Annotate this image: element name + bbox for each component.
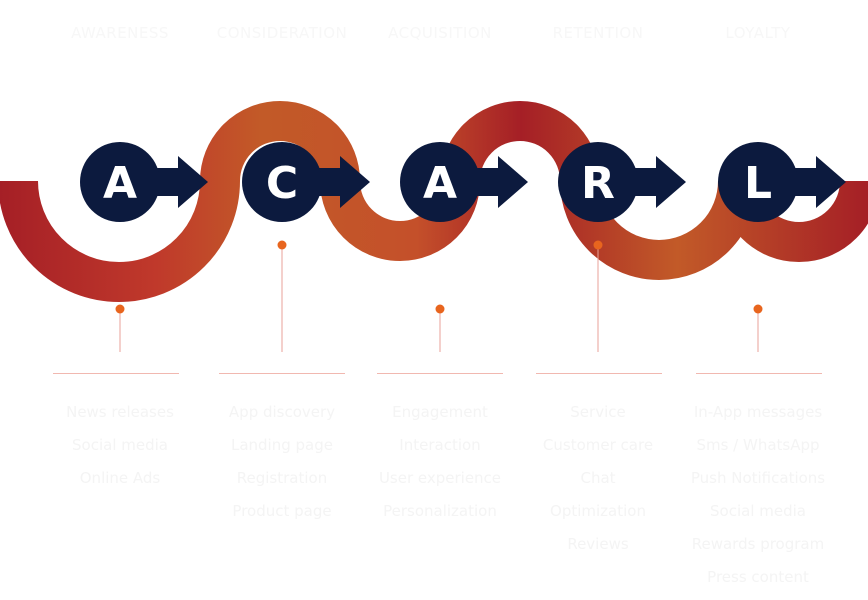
stage-item: Social media <box>710 502 806 520</box>
stage-letter: C <box>266 158 298 209</box>
pin-dot <box>593 240 603 250</box>
stage-item: Sms / WhatsApp <box>696 436 820 454</box>
stage-letter: A <box>423 158 457 209</box>
stage-item: User experience <box>378 469 502 487</box>
stage-title: ACQUISITION <box>388 24 492 42</box>
stage-title: AWARENESS <box>71 24 169 42</box>
stage-item: In-App messages <box>693 403 823 421</box>
stage-letter: A <box>103 158 137 209</box>
stage-divider <box>377 373 503 374</box>
stage-node: R <box>558 142 686 352</box>
stage-item: Press content <box>707 568 809 586</box>
stage-item: Engagement <box>392 403 488 421</box>
stage-node: A <box>80 142 208 352</box>
stage-item: Chat <box>580 469 616 487</box>
stage-item: Registration <box>236 469 328 487</box>
stage-circle <box>242 142 322 222</box>
stage-item: Service <box>570 403 626 421</box>
stage-item: Reviews <box>567 535 629 553</box>
stage-item: Customer care <box>542 436 654 454</box>
pin-dot <box>277 240 287 250</box>
stage-divider <box>53 373 179 374</box>
stage-item: Push Notifications <box>690 469 826 487</box>
stage-node: L <box>718 142 846 352</box>
stage-circle <box>718 142 798 222</box>
arrow-right-icon <box>628 156 686 208</box>
stage-circle <box>558 142 638 222</box>
stage-title: LOYALTY <box>725 24 791 42</box>
stage-item: App discovery <box>228 403 336 421</box>
stage-divider <box>536 373 662 374</box>
stage-circle <box>80 142 160 222</box>
stage-item: Rewards program <box>691 535 825 553</box>
stage-item: Online Ads <box>79 469 161 487</box>
stage-item: News releases <box>66 403 174 421</box>
arrow-right-icon <box>150 156 208 208</box>
arrow-right-icon <box>788 156 846 208</box>
stage-node: C <box>242 142 370 352</box>
stage-letter: L <box>744 158 772 209</box>
pin-dot <box>753 304 763 314</box>
stage-item: Landing page <box>230 436 333 454</box>
stage-node: A <box>400 142 528 352</box>
stage-item: Optimization <box>550 502 646 520</box>
stage-item: Product page <box>232 502 332 520</box>
stage-divider <box>219 373 345 374</box>
stage-circle <box>400 142 480 222</box>
stage-title: RETENTION <box>552 24 644 42</box>
pin-dot <box>115 304 125 314</box>
pin-dot <box>435 304 445 314</box>
stage-title: CONSIDERATION <box>216 24 348 42</box>
stage-item: Social media <box>72 436 168 454</box>
arrow-right-icon <box>470 156 528 208</box>
stage-letter: R <box>581 158 615 209</box>
stage-item: Personalization <box>383 502 497 520</box>
arrow-right-icon <box>312 156 370 208</box>
stage-item: Interaction <box>399 436 481 454</box>
stage-divider <box>696 373 822 374</box>
